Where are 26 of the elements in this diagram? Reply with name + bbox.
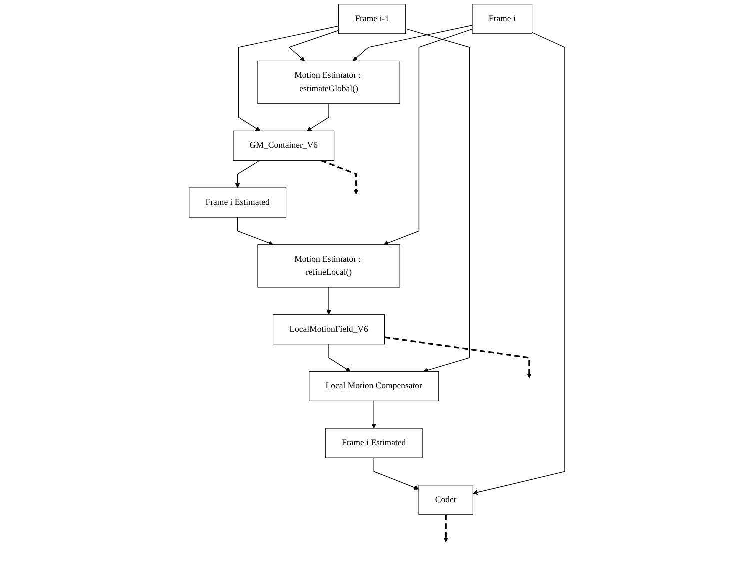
arrow [372, 400, 377, 429]
node-box: Frame i Estimated [326, 428, 424, 458]
arrow [406, 28, 470, 373]
node-box: Motion Estimator : estimateGlobal() [258, 60, 401, 104]
arrow [384, 28, 474, 246]
node-box: GM_Container_V6 [234, 130, 335, 161]
arrow [384, 336, 532, 378]
arrow [328, 344, 352, 372]
arrow [374, 458, 420, 490]
arrow [236, 160, 261, 188]
node-box: LocalMotionField_V6 [273, 314, 386, 345]
arrow [322, 160, 360, 195]
node-box: Local Motion Compensator [309, 371, 440, 402]
arrow [307, 104, 330, 132]
arrow [238, 217, 274, 246]
arrow [238, 26, 340, 132]
node-box: Frame i Estimated [189, 188, 287, 218]
arrow [289, 30, 340, 62]
node-box: Frame i [472, 4, 533, 34]
node-box: Coder [419, 485, 474, 516]
node-box: Motion Estimator : refineLocal() [258, 244, 401, 288]
arrow [473, 32, 566, 495]
node-box: Frame i-1 [338, 4, 406, 34]
arrow [353, 25, 474, 62]
arrow [326, 287, 332, 316]
arrow [444, 514, 449, 542]
